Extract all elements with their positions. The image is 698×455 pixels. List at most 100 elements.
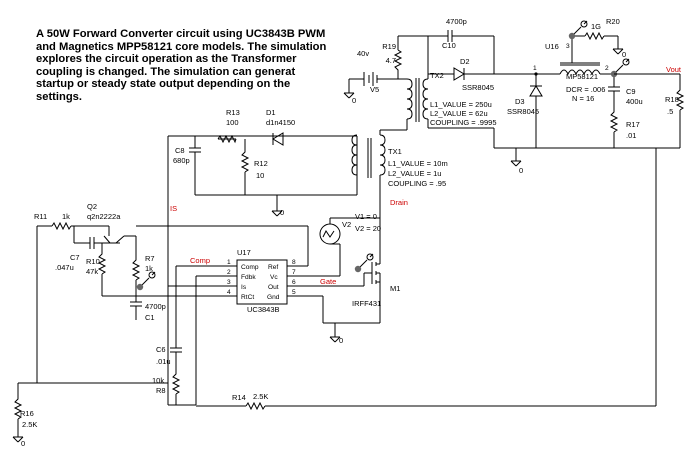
tx2-transformer: TX2 L1_VALUE = 250u L2_VALUE = 62u COUPL… bbox=[398, 60, 497, 130]
u16-pin1: 1 bbox=[533, 65, 537, 72]
u16-pin3: 3 bbox=[566, 43, 570, 50]
q2-transistor: Q2 q2n2222a bbox=[87, 202, 137, 250]
r13-value: 100 bbox=[226, 118, 239, 127]
c7-ref: C7 bbox=[70, 253, 80, 262]
c6-capacitor: C6 .01u bbox=[156, 266, 182, 372]
u16-n: N = 16 bbox=[572, 94, 594, 103]
d3-ref: D3 bbox=[515, 97, 525, 106]
r16-value: 2.5K bbox=[22, 420, 37, 429]
r16-resistor: 0 R16 2.5K bbox=[12, 382, 168, 448]
u17-pn1: 1 bbox=[227, 259, 231, 266]
tx1-coupling: COUPLING = .95 bbox=[388, 179, 446, 188]
u17-pn7: 7 bbox=[292, 269, 296, 276]
d3-model: SSR8045 bbox=[507, 107, 539, 116]
r20-value: 1G bbox=[591, 22, 601, 31]
u16-dcr: DCR = .006 bbox=[566, 85, 605, 94]
u17-pin-vc: Vc bbox=[270, 274, 278, 281]
r18-value: .5 bbox=[667, 107, 673, 116]
r7-value: 1k bbox=[145, 264, 153, 273]
tx1-l2: L2_VALUE = 1u bbox=[388, 169, 441, 178]
r13-resistor: R13 100 bbox=[168, 108, 357, 148]
u17-pin-is: Is bbox=[241, 284, 247, 291]
r14-value: 2.5K bbox=[253, 392, 268, 401]
r12-value: 10 bbox=[256, 171, 264, 180]
u17-pn8: 8 bbox=[292, 259, 296, 266]
v2-v2: V2 = 20 bbox=[355, 224, 381, 233]
c10-ref: C10 bbox=[442, 41, 456, 50]
r11-ref: R11 bbox=[34, 212, 47, 221]
d2-model: SSR8045 bbox=[462, 83, 494, 92]
r13-ref: R13 bbox=[226, 108, 240, 117]
c8-ref: C8 bbox=[175, 146, 185, 155]
r20-resistor: 0 R20 1G bbox=[568, 17, 626, 59]
net-drain: Drain bbox=[390, 198, 408, 207]
r11-resistor: R11 1k bbox=[34, 212, 109, 383]
c9-ref: C9 bbox=[626, 87, 636, 96]
r18-resistor: Vout R18 .5 bbox=[614, 65, 685, 149]
c9-value: 400u bbox=[626, 97, 643, 106]
ground-r20: 0 bbox=[622, 50, 626, 59]
d1-diode: D1 d1n4150 bbox=[266, 108, 295, 146]
u17-pn5: 5 bbox=[292, 289, 296, 296]
ground-d3: 0 bbox=[519, 166, 523, 175]
tx1-transformer: TX1 L1_VALUE = 10m L2_VALUE = 1u COUPLIN… bbox=[351, 129, 448, 262]
tx2-coupling: COUPLING = .9995 bbox=[430, 118, 497, 127]
u17-pin-out: Out bbox=[268, 284, 279, 291]
c1-ref: C1 bbox=[145, 313, 155, 322]
c8-capacitor: C8 680p bbox=[173, 146, 357, 196]
r8-ref: R8 bbox=[156, 386, 166, 395]
u17-ref: U17 bbox=[237, 248, 251, 257]
c10-value: 4700p bbox=[446, 17, 467, 26]
d1-ref: D1 bbox=[266, 108, 276, 117]
r7-resistor: R7 1k bbox=[131, 250, 156, 302]
tx1-ref: TX1 bbox=[388, 147, 402, 156]
v2-source: V2 V1 = 0 V2 = 20 bbox=[319, 212, 381, 276]
r12-ref: R12 bbox=[254, 159, 268, 168]
ground-r16: 0 bbox=[21, 439, 25, 448]
m1-ref: M1 bbox=[390, 284, 400, 293]
c8-value: 680p bbox=[173, 156, 190, 165]
u17-pin-ref: Ref bbox=[268, 264, 278, 271]
u17-pin-fdbk: Fdbk bbox=[241, 274, 256, 281]
u17-pn2: 2 bbox=[227, 269, 231, 276]
m1-mosfet: M1 IRFF431 Gate bbox=[320, 253, 400, 323]
r14-resistor: R14 2.5K bbox=[196, 392, 656, 411]
u17-part: UC3843B bbox=[247, 305, 280, 314]
vout-label: Vout bbox=[666, 65, 682, 74]
r17-resistor: R17 .01 bbox=[609, 110, 640, 148]
net-comp: Comp bbox=[190, 256, 210, 265]
u17-pin-comp: Comp bbox=[241, 264, 259, 271]
d2-diode: D2 SSR8045 bbox=[428, 57, 536, 92]
ground-tx1: 0 bbox=[280, 208, 284, 217]
r19-ref: R19 bbox=[382, 42, 396, 51]
c10-capacitor: 4700p C10 bbox=[427, 17, 495, 74]
c1-value: 4700p bbox=[145, 302, 166, 311]
r8-resistor: 10k R8 bbox=[152, 276, 197, 406]
c9-capacitor: C9 400u bbox=[608, 58, 643, 110]
circuit-description: A 50W Forward Converter circuit using UC… bbox=[36, 28, 327, 103]
u16-inductor: 1 2 3 U16 MP58121 DCR = .006 N = 16 bbox=[533, 42, 614, 103]
u16-ref: U16 bbox=[545, 42, 559, 51]
r19-value: 4.7 bbox=[386, 56, 396, 65]
r8-value: 10k bbox=[152, 376, 164, 385]
v5-ref: V5 bbox=[370, 85, 379, 94]
r7-ref: R7 bbox=[145, 254, 155, 263]
q2-model: q2n2222a bbox=[87, 212, 121, 221]
v2-ref: V2 bbox=[342, 220, 351, 229]
u16-pin2: 2 bbox=[605, 65, 609, 72]
u17-pn4: 4 bbox=[227, 289, 231, 296]
v5-value: 40v bbox=[357, 49, 369, 58]
r10-value: 47k bbox=[86, 267, 98, 276]
tx2-l1: L1_VALUE = 250u bbox=[430, 100, 492, 109]
d3-diode: 0 D3 SSR8045 bbox=[493, 74, 614, 175]
tx2-l2: L2_VALUE = 62u bbox=[430, 109, 488, 118]
c7-value: .047u bbox=[55, 263, 74, 272]
u17-pn3: 3 bbox=[227, 279, 231, 286]
tx2-ref: TX2 bbox=[430, 71, 444, 80]
net-is: IS bbox=[170, 204, 177, 213]
r18-ref: R18 bbox=[665, 95, 679, 104]
r19-resistor: R19 4.7 bbox=[382, 35, 428, 79]
d1-model: d1n4150 bbox=[266, 118, 295, 127]
r17-value: .01 bbox=[626, 131, 636, 140]
u17-pn6: 6 bbox=[292, 279, 296, 286]
